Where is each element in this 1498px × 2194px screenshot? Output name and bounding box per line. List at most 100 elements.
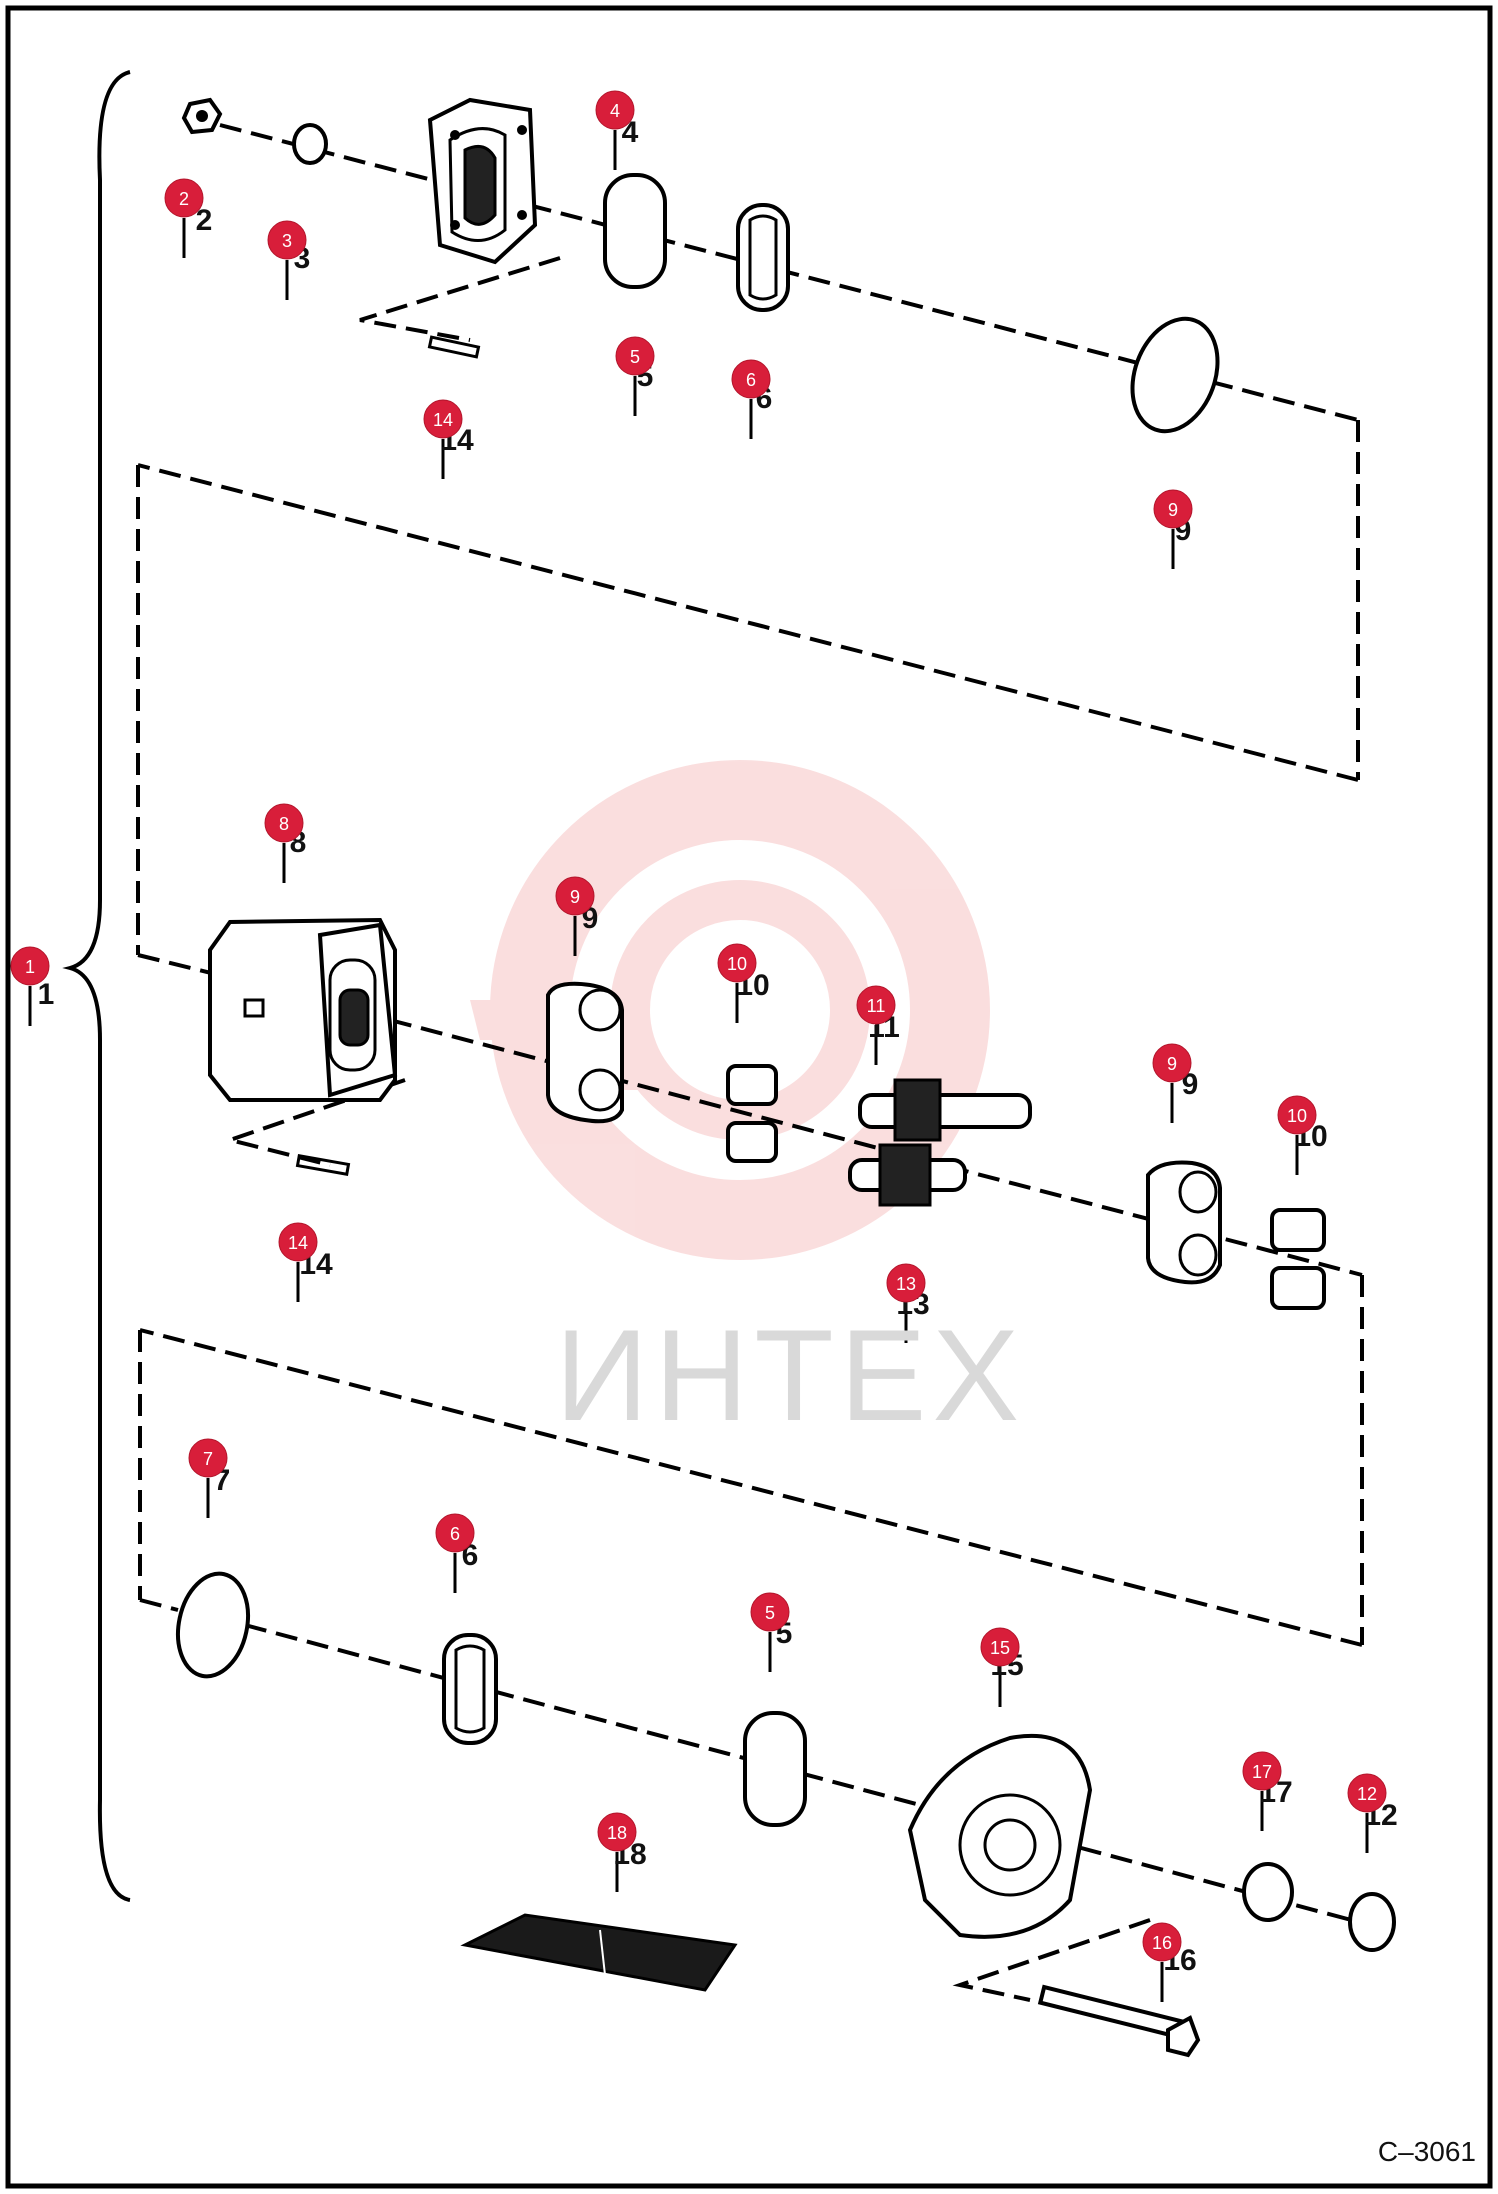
callout-number: 13 bbox=[896, 1274, 916, 1294]
callout-number: 5 bbox=[630, 347, 640, 367]
dowel-pin-top-part bbox=[427, 335, 481, 359]
gasket-bottom-part bbox=[442, 1633, 498, 1745]
callout-number: 6 bbox=[746, 370, 756, 390]
callout-marker-icon[interactable] bbox=[1153, 489, 1193, 529]
callout-number: 14 bbox=[433, 410, 453, 430]
callout-c3: 33 bbox=[267, 220, 310, 300]
callout-marker-icon[interactable] bbox=[435, 1513, 475, 1553]
dowel-pin-middle-part bbox=[295, 1153, 351, 1177]
bushings-right-part bbox=[1270, 1208, 1326, 1310]
shim-kit-part bbox=[460, 1913, 738, 1992]
bottom-dashed-group bbox=[244, 1623, 1371, 2002]
callout-marker-icon[interactable] bbox=[188, 1438, 228, 1478]
callout-marker-icon[interactable] bbox=[597, 1812, 637, 1852]
callout-marker-icon[interactable] bbox=[267, 220, 307, 260]
callout-c9b: 99 bbox=[555, 876, 598, 956]
callout-c1: 11 bbox=[10, 946, 55, 1026]
callout-number: 10 bbox=[727, 954, 747, 974]
part-number-label: 1 bbox=[38, 978, 55, 1011]
callout-marker-icon[interactable] bbox=[980, 1627, 1020, 1667]
callout-marker-icon[interactable] bbox=[278, 1222, 318, 1262]
callout-number: 7 bbox=[203, 1449, 213, 1469]
bearing-block-left-part bbox=[546, 981, 624, 1124]
callout-number: 3 bbox=[282, 231, 292, 251]
callout-c5a: 55 bbox=[615, 336, 655, 416]
bolt-part bbox=[1037, 1984, 1201, 2058]
seal-bottom-part bbox=[743, 1711, 807, 1827]
watermark-text: ИНТЕХ bbox=[555, 1302, 1026, 1448]
callout-marker-icon[interactable] bbox=[10, 946, 50, 986]
callout-c9c: 99 bbox=[1152, 1043, 1198, 1123]
callout-c5b: 55 bbox=[750, 1592, 792, 1672]
callout-marker-icon[interactable] bbox=[1142, 1922, 1182, 1962]
bushings-left-part bbox=[726, 1064, 778, 1163]
callout-number: 12 bbox=[1357, 1784, 1377, 1804]
callout-c2: 22 bbox=[164, 178, 213, 258]
callout-number: 5 bbox=[765, 1603, 775, 1623]
callout-c6b: 66 bbox=[435, 1513, 478, 1593]
assembly-brace bbox=[62, 70, 131, 1902]
callout-marker-icon[interactable] bbox=[1347, 1773, 1387, 1813]
callout-layer: 1122334455661414998899101011119910101414… bbox=[10, 90, 1398, 2002]
callout-marker-icon[interactable] bbox=[731, 359, 771, 399]
part-number-label: 2 bbox=[196, 204, 213, 237]
oring-top-part bbox=[1130, 316, 1220, 434]
callout-c9a: 99 bbox=[1153, 489, 1193, 569]
callout-number: 9 bbox=[1168, 500, 1178, 520]
callout-marker-icon[interactable] bbox=[1277, 1095, 1317, 1135]
seal-top-part bbox=[603, 173, 667, 289]
outer-border bbox=[5, 5, 1493, 2189]
callout-marker-icon[interactable] bbox=[615, 336, 655, 376]
callout-number: 16 bbox=[1152, 1933, 1172, 1953]
callout-marker-icon[interactable] bbox=[555, 876, 595, 916]
callout-marker-icon[interactable] bbox=[1152, 1043, 1192, 1083]
callout-number: 9 bbox=[1167, 1054, 1177, 1074]
callout-number: 11 bbox=[867, 996, 886, 1016]
callout-number: 8 bbox=[279, 814, 289, 834]
callout-number: 10 bbox=[1287, 1106, 1307, 1126]
callout-c6a: 66 bbox=[731, 359, 772, 439]
callout-number: 14 bbox=[288, 1233, 308, 1253]
front-plate-part bbox=[907, 1733, 1093, 1939]
callout-marker-icon[interactable] bbox=[717, 943, 757, 983]
callout-c8: 88 bbox=[264, 803, 306, 883]
pump-housing-part bbox=[208, 917, 398, 1102]
nut-part bbox=[181, 97, 223, 135]
callout-number: 18 bbox=[607, 1823, 627, 1843]
drawing-code: C–3061 bbox=[1377, 2136, 1476, 2167]
callout-marker-icon[interactable] bbox=[423, 399, 463, 439]
callout-c7: 77 bbox=[188, 1438, 230, 1518]
callout-marker-icon[interactable] bbox=[164, 178, 204, 218]
callout-number: 17 bbox=[1252, 1762, 1272, 1782]
callout-number: 4 bbox=[610, 101, 620, 121]
callout-number: 9 bbox=[570, 887, 580, 907]
gasket-top-part bbox=[736, 203, 790, 312]
callout-marker-icon[interactable] bbox=[856, 985, 896, 1025]
callout-marker-icon[interactable] bbox=[886, 1263, 926, 1303]
oring-bottom-part bbox=[176, 1571, 250, 1679]
callout-number: 6 bbox=[450, 1524, 460, 1544]
gear-set-part bbox=[848, 1078, 1032, 1207]
callout-marker-icon[interactable] bbox=[264, 803, 304, 843]
callout-number: 15 bbox=[990, 1638, 1010, 1658]
callout-marker-icon[interactable] bbox=[1242, 1751, 1282, 1791]
retaining-ring-part bbox=[1348, 1892, 1396, 1952]
callout-marker-icon[interactable] bbox=[595, 90, 635, 130]
callout-number: 2 bbox=[179, 189, 189, 209]
shaft-seal-part bbox=[1242, 1862, 1294, 1922]
callout-number: 1 bbox=[25, 957, 35, 977]
callout-marker-icon[interactable] bbox=[750, 1592, 790, 1632]
